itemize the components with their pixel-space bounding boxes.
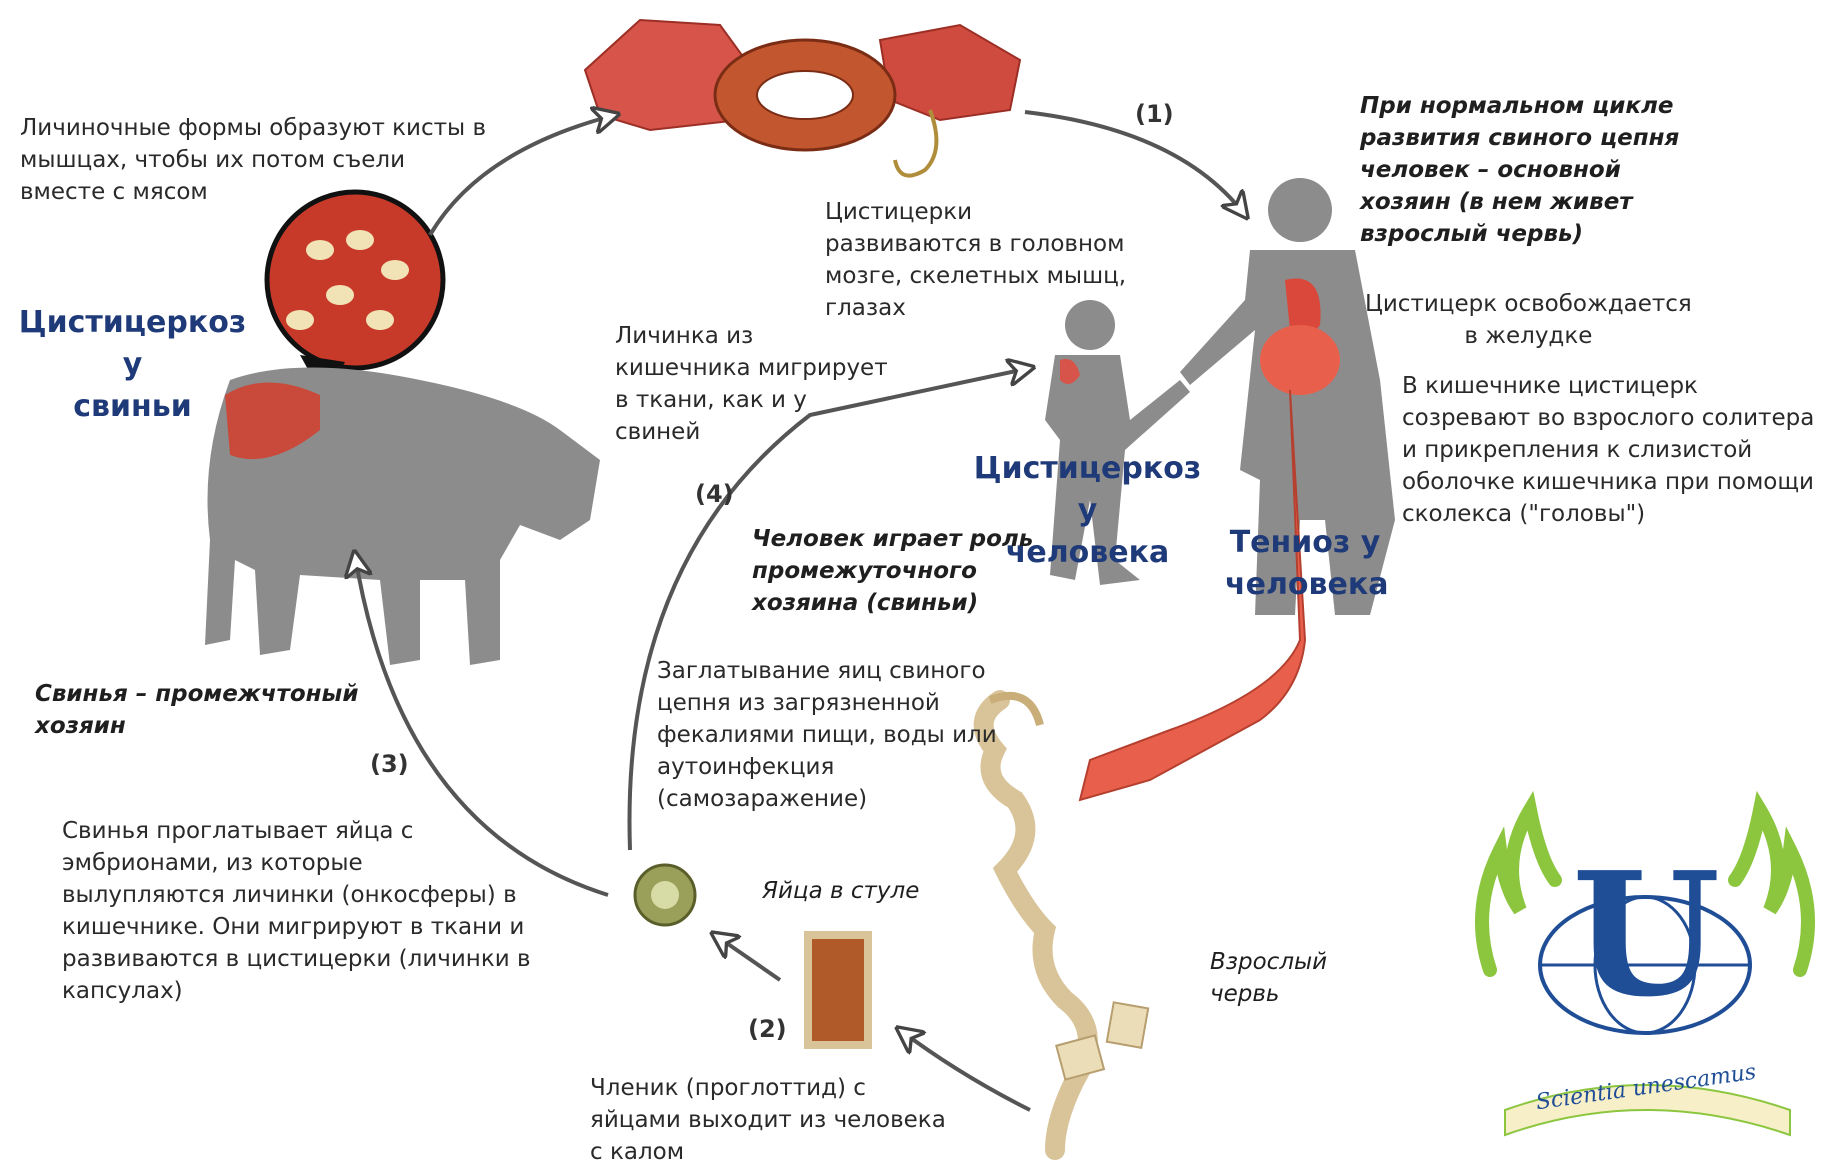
step-2-label: (2) <box>748 1015 787 1043</box>
note-released-stomach: Цистицерк освобождается в желудке <box>1365 288 1692 352</box>
note-human-intermediate: Человек играет роль промежуточного хозяи… <box>752 523 1033 619</box>
note-swallowing-eggs: Заглатывание яиц свиного цепня из загряз… <box>657 655 997 815</box>
arrow-proglottid-to-egg <box>715 935 780 980</box>
proglottid-illustration <box>808 935 868 1045</box>
step-4-label: (4) <box>695 480 734 508</box>
note-larval-cysts: Личиночные формы образуют кисты в мышцах… <box>20 112 486 208</box>
note-larva-migrates: Личинка из кишечника мигрирует в ткани, … <box>615 320 888 448</box>
note-pig-swallows: Свинья проглатывает яйца с эмбрионами, и… <box>62 815 531 1007</box>
step-1-label: (1) <box>1135 100 1174 128</box>
note-adult-worm: Взрослый червь <box>1210 946 1327 1010</box>
note-eggs-stool: Яйца в стуле <box>762 875 919 907</box>
note-matures-intestine: В кишечнике цистицерк созревают во взрос… <box>1402 370 1814 530</box>
egg-illustration <box>635 865 695 925</box>
pig-silhouette <box>205 368 600 666</box>
note-proglottid: Членик (проглоттид) с яйцами выходит из … <box>590 1072 946 1168</box>
meat-illustration <box>585 20 1020 176</box>
note-pig-intermediate: Свинья – промежчтоный хозяин <box>35 678 358 742</box>
note-cysticerci-develop: Цистицерки развиваются в головном мозге,… <box>825 196 1126 324</box>
heading-pig-cysticercosis: Цистицеркоз у свиньи <box>5 302 260 428</box>
note-normal-cycle: При нормальном цикле развития свиного це… <box>1360 90 1679 250</box>
heading-human-teniasis: Тениоз у человека <box>1225 522 1385 606</box>
step-3-label: (3) <box>370 750 409 778</box>
logo-letter: U <box>1572 850 1720 1020</box>
